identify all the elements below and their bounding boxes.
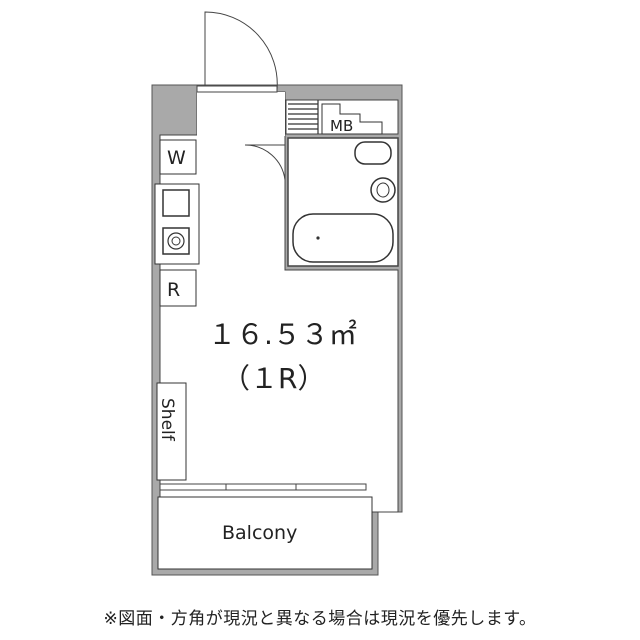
meter-box-label: MB xyxy=(330,117,353,135)
tub-drain xyxy=(316,236,320,240)
balcony-window xyxy=(159,483,367,491)
shelf xyxy=(156,382,187,481)
balcony-label: Balcony xyxy=(222,522,297,544)
entrance-door-panel xyxy=(196,85,278,93)
disclaimer-note: ※図面・方角が現況と異なる場合は現況を優先します。 xyxy=(103,609,537,629)
bathtub-icon xyxy=(292,213,394,263)
refrigerator-label: R xyxy=(167,279,180,301)
washer-label: W xyxy=(167,147,186,169)
sink-basin xyxy=(376,182,390,198)
washer-space xyxy=(159,139,197,175)
shelf-label: Shelf xyxy=(157,398,177,442)
entrance xyxy=(197,92,285,136)
refrigerator-space xyxy=(159,269,197,307)
kitchen-sink-icon xyxy=(162,189,190,217)
stove-burner-inner xyxy=(171,236,181,246)
main-room xyxy=(159,91,399,513)
toilet-tank xyxy=(354,141,392,165)
bathroom-door-arc xyxy=(244,144,286,181)
room-layout: （１R） xyxy=(222,362,325,395)
stairs-symbol xyxy=(288,100,319,134)
entrance-door xyxy=(204,11,278,91)
balcony xyxy=(157,496,373,570)
room-area: １６.５３㎡ xyxy=(208,318,357,351)
meter-box-outline xyxy=(321,103,383,135)
